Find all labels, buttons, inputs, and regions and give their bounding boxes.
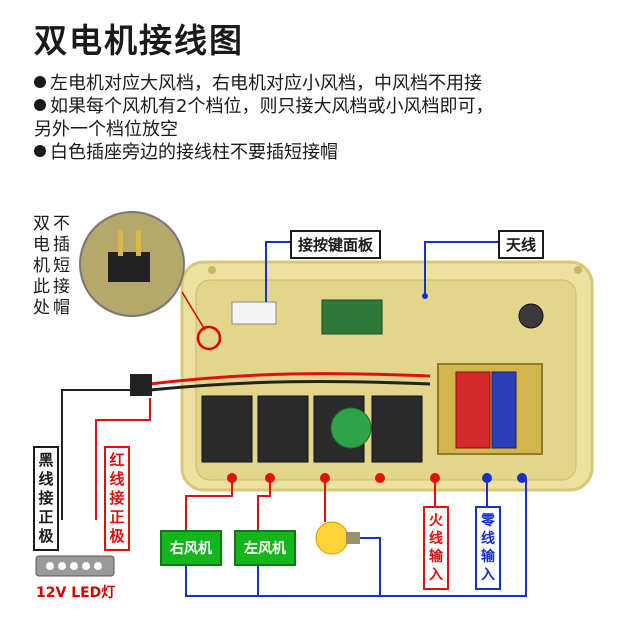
right-fan-box: 右风机 xyxy=(160,530,222,566)
jumper-highlight xyxy=(196,325,222,351)
bullet-icon xyxy=(34,76,46,88)
bullet-icon xyxy=(34,145,46,157)
note-2: 如果每个风机有2个档位，则只接大风档或小风档即可， xyxy=(34,95,614,118)
green-sticker xyxy=(330,407,372,449)
wire-fan-right-red xyxy=(185,478,233,530)
panel-leader xyxy=(265,241,290,302)
label-black-wire: 黑 线 接 正 极 xyxy=(33,446,59,551)
relay-1 xyxy=(201,395,253,463)
terminal-marker xyxy=(375,473,385,483)
relay-4 xyxy=(371,395,423,463)
transformer-coil-blue xyxy=(491,371,517,449)
inset-pin xyxy=(136,230,141,256)
note-1: 左电机对应大风档，右电机对应小风档，中风档不用接 xyxy=(34,72,614,95)
diagram-title: 双电机接线图 xyxy=(34,21,244,60)
terminal-marker xyxy=(517,473,527,483)
callout-antenna: 天线 xyxy=(498,230,545,259)
bulb-icon xyxy=(315,521,349,555)
antenna-leader xyxy=(424,241,498,296)
led-label: 12V LED灯 xyxy=(36,585,116,601)
label-live-input: 火 线 输 入 xyxy=(423,506,449,590)
bullet-icon xyxy=(34,99,46,111)
note-2-cont: 另外一个档位放空 xyxy=(34,119,178,140)
label-neutral-input: 零 线 输 入 xyxy=(475,506,501,590)
dc-connector xyxy=(130,374,152,396)
wire-bulb-blue xyxy=(360,537,381,596)
transformer-coil-red xyxy=(455,371,491,449)
inset-header xyxy=(108,252,150,282)
mount-hole xyxy=(208,266,216,274)
note-3: 白色插座旁边的接线柱不要插短接帽 xyxy=(34,141,614,164)
rf-module xyxy=(321,299,383,335)
wire-black-dc xyxy=(61,389,136,520)
side-note-col-2: 不 插 短 接 帽 xyxy=(53,214,70,318)
wire-fan-left-red xyxy=(257,478,271,530)
inset-leader xyxy=(181,291,206,331)
notes: 左电机对应大风档，右电机对应小风档，中风档不用接 如果每个风机有2个档位，则只接… xyxy=(34,72,614,164)
wire-fan-right-blue xyxy=(185,478,527,597)
wire-red-dc xyxy=(95,398,151,520)
side-note-col-1: 双 电 机 此 处 xyxy=(33,214,50,318)
left-fan-box: 左风机 xyxy=(234,530,296,566)
wire-red-over xyxy=(149,372,431,386)
white-connector xyxy=(231,301,277,325)
capacitor xyxy=(518,303,544,329)
relay-2 xyxy=(257,395,309,463)
callout-key-panel: 接按键面板 xyxy=(290,230,382,259)
mount-hole xyxy=(574,266,582,274)
wire-black-over xyxy=(149,380,431,392)
inset-pin xyxy=(118,230,123,256)
label-red-wire: 红 线 接 正 极 xyxy=(104,446,130,551)
